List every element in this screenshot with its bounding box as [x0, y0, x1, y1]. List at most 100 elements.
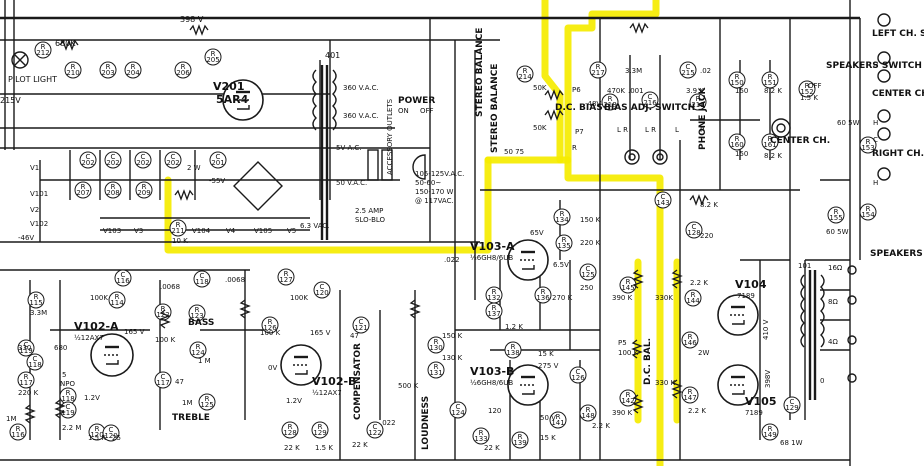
component-ref-number: 122 — [156, 311, 169, 319]
component-ref-type: C — [648, 93, 653, 101]
tube-v102a — [90, 333, 134, 377]
label-15k-b: 15 K — [540, 434, 556, 442]
component-ref-type: R — [288, 423, 293, 431]
label-360vac-b: 360 V.A.C. — [343, 112, 379, 120]
output-transformer — [800, 270, 825, 400]
label-h-1: H — [873, 61, 878, 69]
component-ref-type: R — [24, 373, 29, 381]
label-right-ch-speaker: RIGHT CH. SPEAKER — [872, 149, 924, 159]
component-ref-number: 126 — [263, 324, 277, 332]
component-ref-type: R — [518, 433, 523, 441]
label-0-ohm: 0 — [820, 377, 824, 385]
label-dc-bal: D.C. BAL. — [643, 338, 653, 385]
label-390k-a: 390 K — [612, 294, 633, 302]
label-50vac: 50 V.A.C. — [336, 179, 367, 187]
component-ref-type: C — [692, 223, 697, 231]
component-ref-number: 123 — [190, 312, 203, 320]
tube-v102a-type: ½12AX7 — [74, 334, 104, 342]
component-ref-number: 134 — [555, 216, 569, 224]
tube-v201 — [222, 79, 264, 121]
tube-v102b — [280, 344, 322, 386]
label-2-2k-b: 2.2 K — [688, 407, 706, 415]
label-minus48v: -48V — [585, 100, 601, 108]
component-ref-number: 217 — [591, 69, 604, 77]
label-3-3m-b: 3.3M — [30, 309, 47, 317]
component-ref-number: 142 — [621, 397, 634, 405]
label-0068-b: .0068 — [225, 276, 245, 284]
component-ref-type: R — [596, 63, 601, 71]
component-ref-type: R — [196, 343, 201, 351]
component-ref-number: 132 — [487, 294, 500, 302]
label-stereo: STEREO BALANCE — [490, 64, 500, 153]
label-lr-2: L R — [645, 126, 656, 134]
label-150k-b: 150 K — [442, 332, 463, 340]
component-ref-number: 148 — [581, 412, 594, 420]
label-220k-b: 220 K — [18, 389, 39, 397]
component-ref-type: R — [66, 389, 71, 397]
label-v1: V1 — [30, 164, 39, 172]
label-410v: 410 V — [762, 319, 770, 340]
component-ref-type: C — [320, 283, 325, 291]
component-ref-type: R — [205, 395, 210, 403]
component-ref-type: R — [866, 138, 871, 146]
component-ref-type: R — [626, 278, 631, 286]
label-250: 250 — [580, 284, 593, 292]
label-65v: 65V — [530, 229, 544, 237]
component-ref-number: 218 — [603, 101, 616, 109]
label-1-5k: 1.5 K — [800, 94, 818, 102]
component-ref-number: 116 — [116, 277, 130, 285]
label-2-2m: 2.2 M — [62, 424, 81, 432]
label-npo: NPO — [60, 380, 75, 388]
label-50k-a: 50K — [533, 84, 547, 92]
component-ref-number: 120 — [315, 289, 328, 297]
label-022-b: .022 — [380, 419, 396, 427]
label-center-ch-speaker: CENTER CH. SPEAKER — [872, 89, 924, 99]
component-ref-type: R — [511, 343, 516, 351]
component-ref-number: 161 — [763, 141, 776, 149]
component-ref-number: 219 — [691, 101, 704, 109]
label-pilot-light: PILOT LIGHT — [8, 75, 57, 84]
label-680k: 680K — [55, 39, 76, 48]
label-215v: 215V — [0, 96, 21, 105]
component-ref-number: 114 — [110, 299, 124, 307]
component-ref-number: 150 — [730, 79, 743, 87]
label-c: C — [873, 136, 878, 144]
component-ref-number: 118 — [61, 395, 74, 403]
component-ref-number: 138 — [506, 349, 519, 357]
label-8-2k-a: 8.2 K — [764, 87, 782, 95]
component-ref-number: 120 — [90, 431, 103, 439]
label-63vac: 6.3 VAC. — [300, 222, 329, 230]
component-ref-type: R — [479, 429, 484, 437]
component-ref-type: R — [434, 363, 439, 371]
label-2w-b: 2W — [698, 349, 709, 357]
label-22k-b: 22 K — [484, 444, 500, 452]
label-accessory-outlets: ACCESSORY OUTLETS — [386, 98, 394, 175]
label-phone-jack: PHONE JACK — [698, 86, 708, 150]
component-ref-type: C — [661, 193, 666, 201]
component-ref-number: 143 — [656, 199, 669, 207]
component-ref-number: 117 — [156, 379, 169, 387]
label-3-9k: 3.9 K — [686, 87, 704, 95]
label-minus55v: -55V — [209, 177, 225, 185]
label-0v: 0V — [268, 364, 277, 372]
label-off: OFF — [420, 107, 434, 115]
label-mains: 105-125V.A.C. — [415, 170, 464, 178]
label-5: 5 — [62, 371, 66, 379]
component-ref-number: 118 — [28, 361, 41, 369]
component-ref-type: R — [735, 73, 740, 81]
